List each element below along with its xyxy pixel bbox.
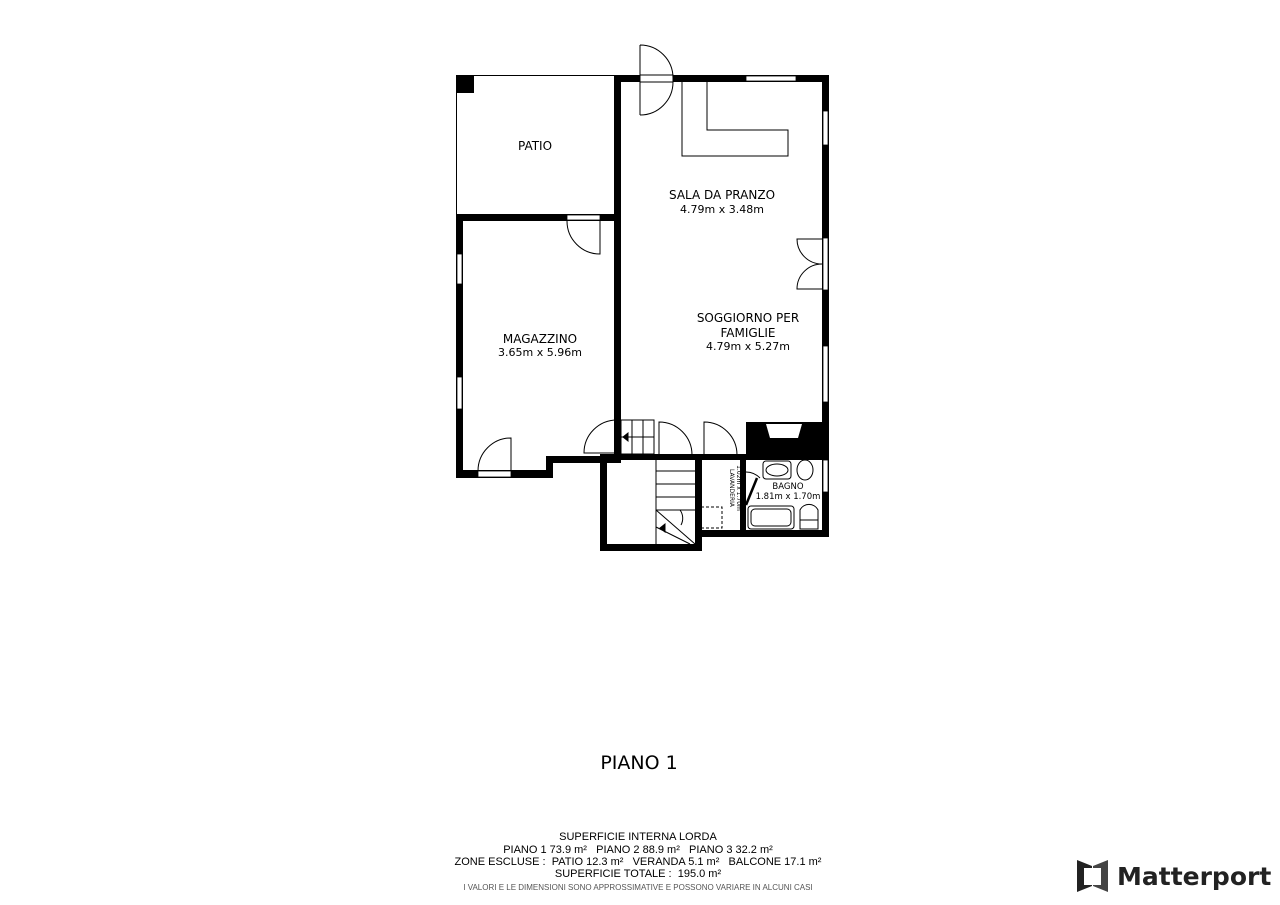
stairs (620, 419, 696, 545)
room-magazzino-label: MAGAZZINO (503, 332, 577, 346)
room-soggiorno-label-1: SOGGIORNO PER (697, 311, 799, 325)
summary-heading: SUPERFICIE INTERNA LORDA (559, 831, 717, 843)
windows (456, 75, 829, 493)
floor-title: PIANO 1 (600, 752, 677, 774)
room-lavanderia-dims: 1.02m x 1.70m (735, 465, 742, 511)
room-soggiorno-dims: 4.79m x 5.27m (706, 340, 790, 353)
matterport-logo: Matterport (1077, 860, 1271, 892)
summary-total: SUPERFICIE TOTALE : 195.0 m² (555, 868, 722, 880)
bathroom-fixtures (700, 459, 819, 530)
room-soggiorno-label-2: FAMIGLIE (720, 326, 775, 340)
room-lavanderia-label: LAVANDERIA (728, 469, 735, 508)
room-sala-dims: 4.79m x 3.48m (680, 203, 764, 216)
doors (477, 44, 823, 506)
room-magazzino-dims: 3.65m x 5.96m (498, 346, 582, 359)
summary-disclaimer: I VALORI E LE DIMENSIONI SONO APPROSSIMA… (463, 883, 812, 892)
kitchen-counter (681, 82, 789, 157)
summary-floors: PIANO 1 73.9 m² PIANO 2 88.9 m² PIANO 3 … (503, 844, 773, 856)
brand-name: Matterport (1117, 862, 1271, 891)
room-patio-label: PATIO (518, 139, 552, 153)
room-sala-label: SALA DA PRANZO (669, 188, 775, 202)
column (456, 75, 474, 93)
summary-excluded: ZONE ESCLUSE : PATIO 12.3 m² VERANDA 5.1… (455, 856, 822, 868)
area-summary: SUPERFICIE INTERNA LORDA PIANO 1 73.9 m²… (455, 831, 822, 892)
walls (456, 75, 829, 551)
room-bagno-label: BAGNO (772, 482, 803, 492)
room-bagno-dims: 1.81m x 1.70m (756, 492, 821, 502)
